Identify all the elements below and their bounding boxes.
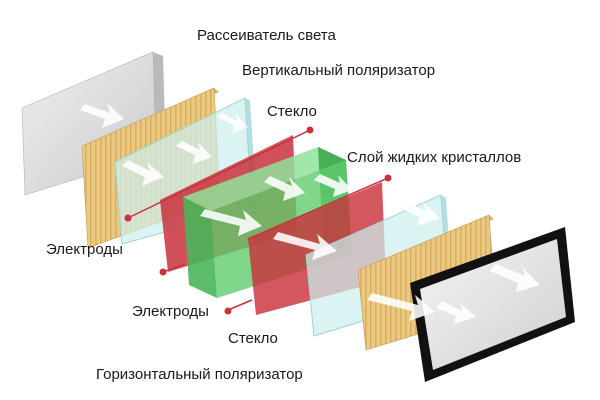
label-electrodes-bottom: Электроды [132,303,209,321]
label-electrodes-left: Электроды [46,241,123,259]
label-horizontal-polarizer: Горизонтальный поляризатор [96,366,303,384]
label-vertical-polarizer: Вертикальный поляризатор [242,62,435,80]
label-diffuser: Рассеиватель света [197,27,336,45]
label-glass-bottom: Стекло [228,330,278,348]
label-glass-top: Стекло [267,103,317,121]
label-liquid-crystal-layer: Слой жидких кристаллов [347,149,521,167]
